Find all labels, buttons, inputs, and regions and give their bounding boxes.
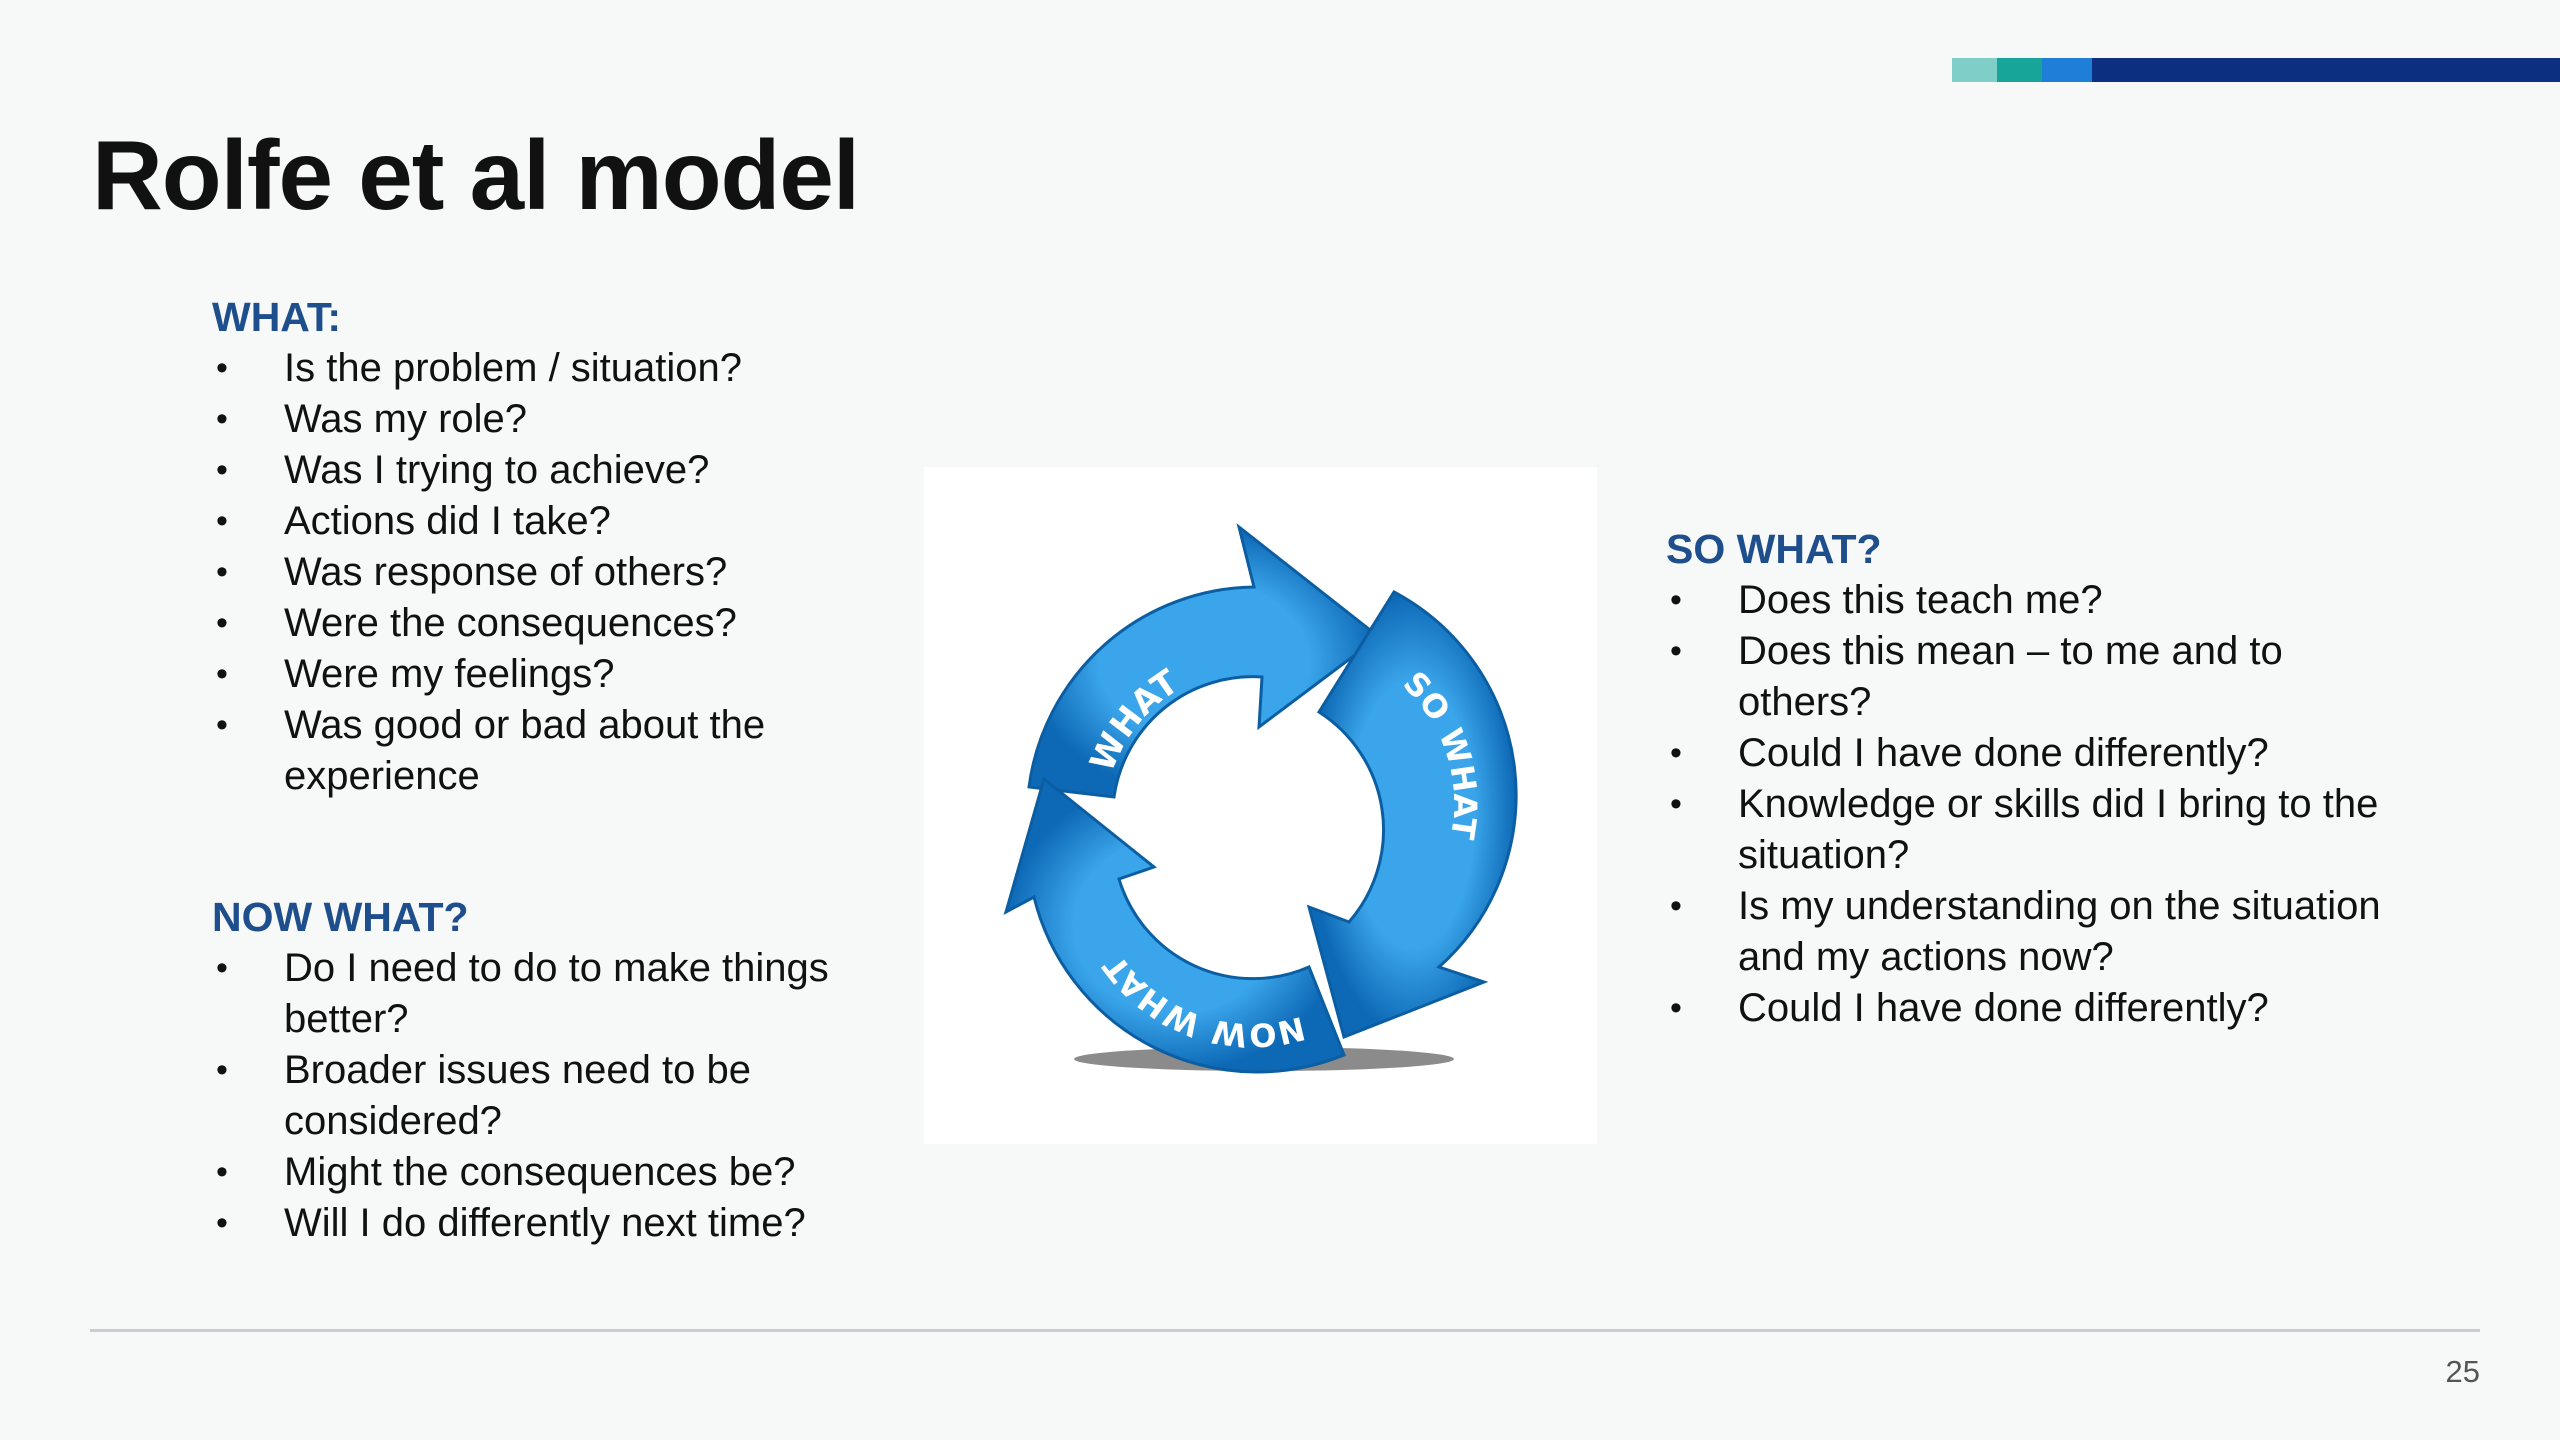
bullet-text: Was I trying to achieve? — [284, 448, 710, 492]
bullet-item: • Might the consequences be? — [212, 1147, 912, 1198]
bullet-dot-icon: • — [1670, 887, 1682, 925]
bullet-dot-icon: • — [216, 451, 228, 489]
bullet-text: Was my role? — [284, 397, 528, 441]
bullet-text: Was good or bad about the experience — [284, 703, 766, 798]
section-heading-what: WHAT: — [212, 294, 342, 340]
bullet-dot-icon: • — [216, 1153, 228, 1191]
bullet-dot-icon: • — [216, 655, 228, 693]
bullet-item: • Was I trying to achieve? — [212, 445, 912, 496]
page-number: 25 — [2445, 1354, 2480, 1389]
bullet-dot-icon: • — [1670, 989, 1682, 1027]
slide-title: Rolfe et al model — [92, 120, 860, 230]
accent-bar-segment — [2041, 58, 2092, 82]
bullet-text: Knowledge or skills did I bring to the s… — [1738, 782, 2379, 877]
bullet-item: • Was response of others? — [212, 547, 912, 598]
section-heading-so-what: SO WHAT? — [1666, 526, 1882, 572]
bullet-item: • Was my role? — [212, 394, 912, 445]
bullet-item: • Do I need to do to make things better? — [212, 943, 912, 1045]
bullet-text: Broader issues need to be considered? — [284, 1048, 751, 1143]
section-heading-now-what: NOW WHAT? — [212, 894, 469, 940]
accent-bar-segment — [2091, 58, 2560, 82]
bullet-dot-icon: • — [1670, 734, 1682, 772]
bullet-item: • Could I have done differently? — [1666, 728, 2386, 779]
bullet-text: Might the consequences be? — [284, 1150, 796, 1194]
bullet-text: Does this teach me? — [1738, 578, 2103, 622]
bullet-item: • Were the consequences? — [212, 598, 912, 649]
bullet-item: • Were my feelings? — [212, 649, 912, 700]
bullet-text: Could I have done differently? — [1738, 731, 2269, 775]
accent-bar-segment — [1996, 58, 2042, 82]
footer-divider — [90, 1329, 2480, 1332]
section-now-what: NOW WHAT? • Do I need to do to make thing… — [212, 892, 912, 1249]
bullet-text: Will I do differently next time? — [284, 1201, 806, 1245]
bullet-dot-icon: • — [1670, 785, 1682, 823]
accent-bar — [1952, 58, 2560, 82]
section-what: WHAT: • Is the problem / situation? • Was m… — [212, 292, 912, 802]
section-so-what: SO WHAT? • Does this teach me? • Does this … — [1666, 524, 2386, 1034]
bullet-text: Is my understanding on the situation and… — [1738, 884, 2381, 979]
bullet-item: • Was good or bad about the experience — [212, 700, 912, 802]
bullet-text: Actions did I take? — [284, 499, 611, 543]
bullet-dot-icon: • — [216, 400, 228, 438]
bullet-dot-icon: • — [216, 1204, 228, 1242]
bullet-item: • Broader issues need to be considered? — [212, 1045, 912, 1147]
bullet-text: Were my feelings? — [284, 652, 615, 696]
bullet-list-now-what: •Do I need to do to make things better?•… — [212, 943, 912, 1249]
bullet-list-so-what: • Does this teach me? • Does this mean – to… — [1666, 575, 2386, 1034]
accent-bar-segment — [1952, 58, 1997, 82]
bullet-dot-icon: • — [216, 349, 228, 387]
arrow-now-what — [1003, 776, 1346, 1074]
bullet-dot-icon: • — [216, 949, 228, 987]
bullet-text: Do I need to do to make things better? — [284, 946, 829, 1041]
bullet-text: Is the problem / situation? — [284, 346, 743, 390]
arrow-what — [1027, 523, 1382, 799]
circular-three-arrows-icon: WHAT SO WHAT NOW WHAT — [1003, 523, 1518, 1074]
bullet-text: Was response of others? — [284, 550, 728, 594]
bullet-item: • Could I have done differently? — [1666, 983, 2386, 1034]
cycle-diagram: WHAT SO WHAT NOW WHAT — [924, 467, 1597, 1144]
bullet-item: • Does this mean – to me and to others? — [1666, 626, 2386, 728]
bullet-item: • Is my understanding on the situation an… — [1666, 881, 2386, 983]
bullet-text: Could I have done differently? — [1738, 986, 2269, 1030]
bullet-list-what: • Is the problem / situation? • Was my role… — [212, 343, 912, 802]
bullet-text: Does this mean – to me and to others? — [1738, 629, 2283, 724]
bullet-item: • Is the problem / situation? — [212, 343, 912, 394]
arrow-so-what — [1306, 590, 1518, 1040]
bullet-dot-icon: • — [216, 706, 228, 744]
bullet-dot-icon: • — [216, 502, 228, 540]
bullet-text: Were the consequences? — [284, 601, 737, 645]
bullet-item: • Will I do differently next time? — [212, 1198, 912, 1249]
bullet-item: • Does this teach me? — [1666, 575, 2386, 626]
bullet-item: • Knowledge or skills did I bring to the … — [1666, 779, 2386, 881]
bullet-item: • Actions did I take? — [212, 496, 912, 547]
bullet-dot-icon: • — [216, 1051, 228, 1089]
bullet-dot-icon: • — [216, 553, 228, 591]
bullet-dot-icon: • — [1670, 632, 1682, 670]
bullet-dot-icon: • — [216, 604, 228, 642]
bullet-dot-icon: • — [1670, 581, 1682, 619]
